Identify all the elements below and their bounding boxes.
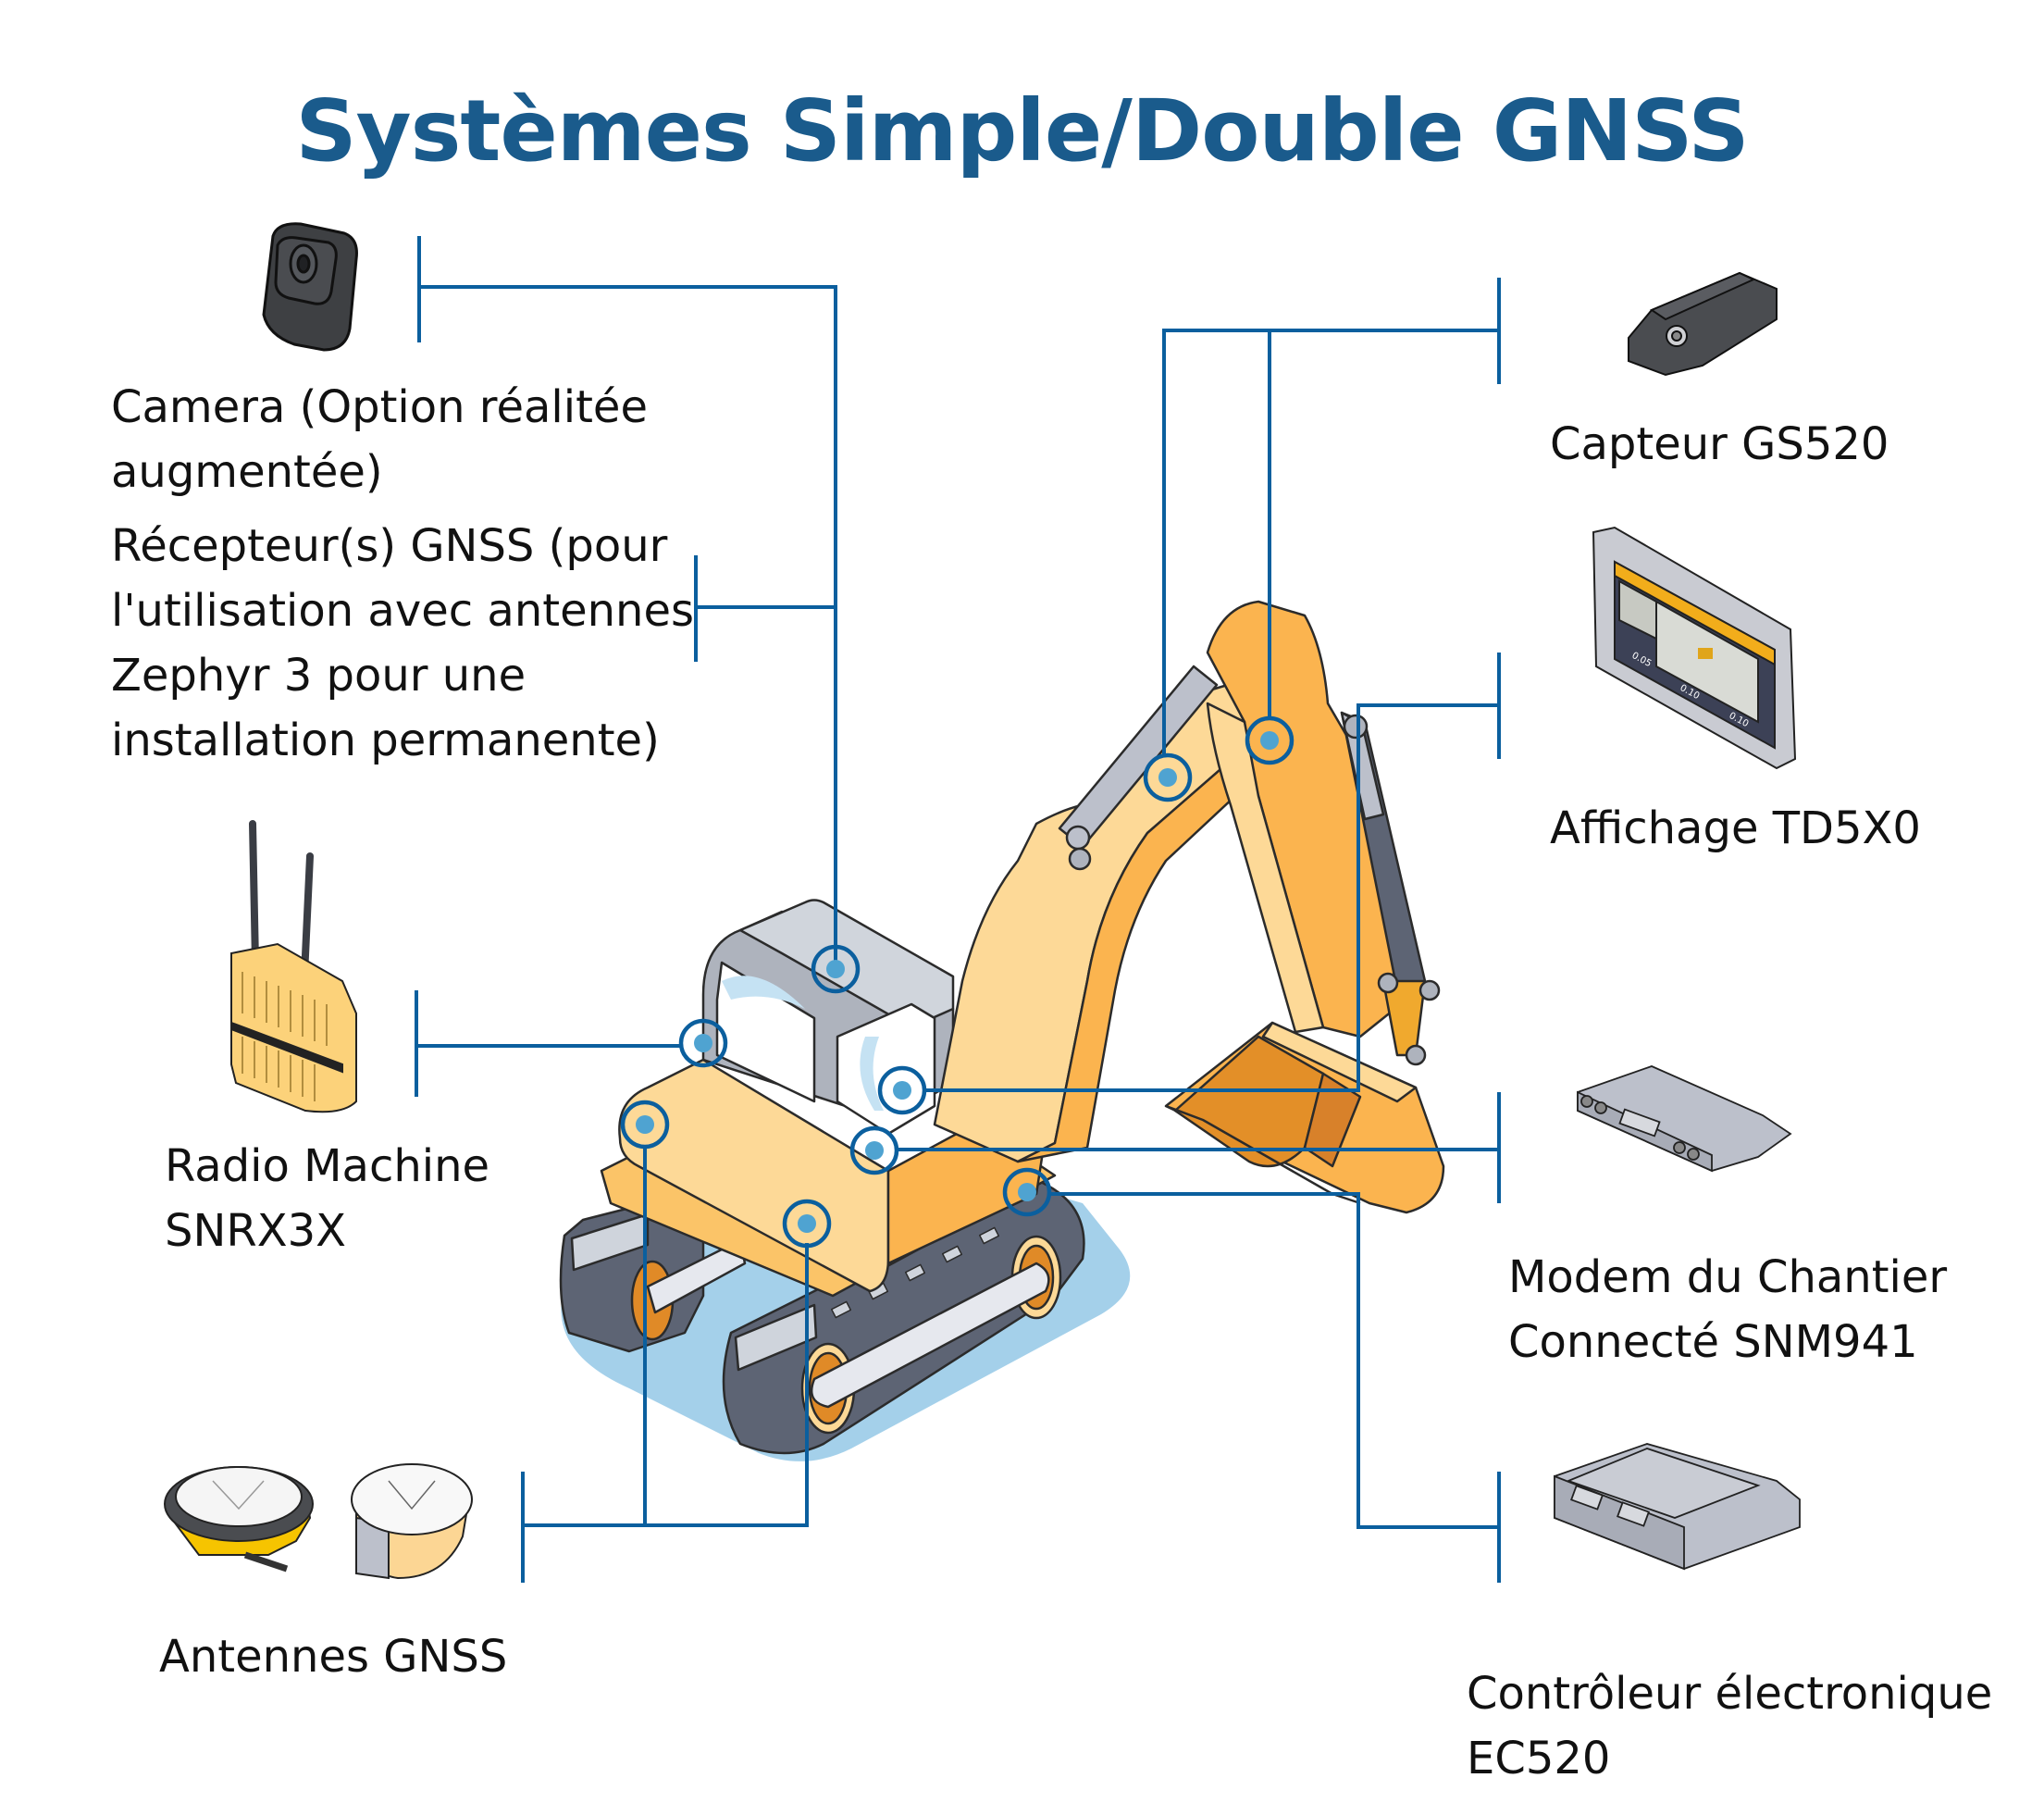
label-receiver-line-1: Récepteur(s) GNSS (pour <box>111 520 668 572</box>
label-receiver-line-2: l'utilisation avec antennes <box>111 585 694 637</box>
leader-lines <box>415 236 1501 1583</box>
leader-camera <box>419 285 837 963</box>
label-camera-line-1: Camera (Option réalitée <box>111 381 648 433</box>
label-modem: Modem du Chantier Connecté SNM941 <box>1508 1245 1947 1374</box>
leader-antennas-b <box>523 1243 809 1527</box>
radio-antenna-icon <box>230 820 357 1113</box>
tablet-display-icon: 0.05 0.10 0.10 <box>1592 526 1797 770</box>
label-sensor: Capteur GS520 <box>1550 412 1889 477</box>
body-counterweight <box>618 1058 890 1293</box>
marker-modem[interactable] <box>849 1125 899 1175</box>
label-receiver-line-3: Zephyr 3 pour une <box>111 650 526 702</box>
label-sensor-line-1: Capteur GS520 <box>1550 418 1889 470</box>
label-camera-line-2: augmentée) <box>111 446 383 498</box>
marker-controller[interactable] <box>1002 1167 1052 1217</box>
camera-icon <box>262 222 358 352</box>
label-controller-line-2: EC520 <box>1467 1733 1611 1784</box>
label-modem-line-2: Connecté SNM941 <box>1508 1316 1918 1368</box>
label-controller: Contrôleur électronique EC520 <box>1467 1661 1992 1791</box>
leader-sensor-a <box>1162 329 1499 757</box>
marker-antenna-left[interactable] <box>620 1100 670 1150</box>
marker-camera[interactable] <box>811 944 861 994</box>
cab-roof <box>738 899 955 1029</box>
controller-icon <box>1554 1443 1801 1571</box>
label-receiver: Récepteur(s) GNSS (pour l'utilisation av… <box>111 514 694 773</box>
label-modem-line-1: Modem du Chantier <box>1508 1251 1948 1303</box>
label-display-line-1: Affichage TD5X0 <box>1550 802 1921 854</box>
marker-sensor-stick[interactable] <box>1245 715 1295 765</box>
markers <box>620 715 1295 1249</box>
leader-controller <box>1047 1192 1499 1529</box>
label-antennas: Antennes GNSS <box>159 1624 507 1689</box>
modem-icon <box>1577 1065 1792 1173</box>
marker-sensor-boom[interactable] <box>1143 752 1193 802</box>
sensor-icon <box>1628 271 1778 377</box>
gnss-antenna-icon <box>164 1463 473 1580</box>
label-radio-line-1: Radio Machine <box>165 1140 490 1192</box>
marker-display[interactable] <box>877 1065 927 1115</box>
marker-antenna-right[interactable] <box>782 1199 832 1249</box>
label-camera: Camera (Option réalitée augmentée) <box>111 375 648 504</box>
marker-radio[interactable] <box>678 1018 728 1068</box>
label-antennas-line-1: Antennes GNSS <box>159 1631 508 1683</box>
page-title: Systèmes Simple/Double GNSS <box>295 81 1749 180</box>
leader-display <box>923 703 1499 1092</box>
label-controller-line-1: Contrôleur électronique <box>1467 1668 1993 1720</box>
label-radio-line-2: SNRX3X <box>165 1205 347 1257</box>
label-receiver-line-4: installation permanente) <box>111 715 660 766</box>
label-radio: Radio Machine SNRX3X <box>165 1134 489 1263</box>
label-display: Affichage TD5X0 <box>1550 796 1921 861</box>
